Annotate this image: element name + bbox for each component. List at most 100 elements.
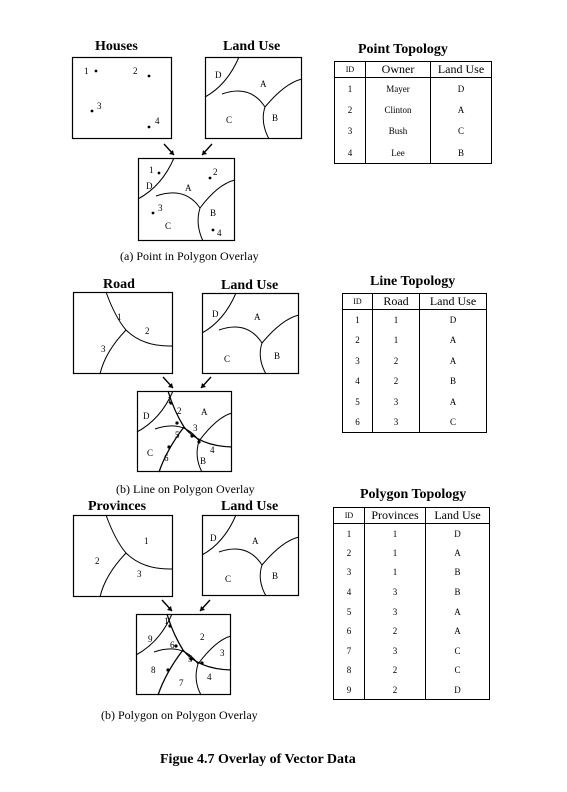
polygon-topology-title: Polygon Topology xyxy=(360,487,467,502)
table-cell: Lee xyxy=(365,142,431,164)
table-cell: 4 xyxy=(334,142,366,164)
overlay-arrows-a xyxy=(163,143,213,156)
province-label-2: 2 xyxy=(95,556,100,566)
overlay-arrows-b xyxy=(162,376,212,389)
table-cell: 2 xyxy=(372,350,420,371)
overlay-point-label-1: 1 xyxy=(149,165,154,175)
landuse-map-a: D A C B xyxy=(204,56,303,140)
landuse-label-c: C xyxy=(225,574,231,584)
table-cell: B xyxy=(425,562,490,583)
poly-label-5: 5 xyxy=(188,654,193,664)
houses-map-title: Houses xyxy=(95,39,138,54)
table-cell: 2 xyxy=(364,660,426,681)
table-cell: 8 xyxy=(333,660,365,681)
province-label-3: 3 xyxy=(137,569,142,579)
table-cell: 3 xyxy=(333,562,365,583)
table-cell: 3 xyxy=(372,412,420,433)
table-cell: 3 xyxy=(334,120,366,142)
house-point-label-3: 3 xyxy=(97,101,102,111)
overlay-point-label-2: 2 xyxy=(213,167,218,177)
segment-label-1: 1 xyxy=(167,395,172,405)
overlay-landuse-label-d: D xyxy=(146,181,153,191)
road-label-3: 3 xyxy=(101,344,106,354)
table-cell: 2 xyxy=(364,621,426,642)
header-owner: Owner xyxy=(365,61,431,78)
poly-label-4: 4 xyxy=(207,672,212,682)
line-topology-title: Line Topology xyxy=(370,274,456,289)
segment-label-6: 6 xyxy=(164,453,169,463)
table-cell: 2 xyxy=(372,371,420,392)
road-label-2: 2 xyxy=(145,326,150,336)
caption-a: (a) Point in Polygon Overlay xyxy=(120,249,259,263)
table-cell: 1 xyxy=(372,309,420,330)
header-landuse: Land Use xyxy=(430,61,492,78)
table-cell: 2 xyxy=(333,543,365,563)
segment-label-3: 3 xyxy=(193,423,198,433)
table-cell: B xyxy=(419,371,487,392)
house-point-label-1: 1 xyxy=(84,66,89,76)
figure-title: Figue 4.7 Overlay of Vector Data xyxy=(160,752,356,767)
overlay-landuse-label-a: A xyxy=(185,183,192,193)
header-road: Road xyxy=(372,293,420,310)
header-id: ID xyxy=(342,293,373,310)
landuse-label-c: C xyxy=(226,115,232,125)
poly-label-7: 7 xyxy=(179,678,184,688)
table-cell: 5 xyxy=(333,601,365,622)
landuse-map-title-a: Land Use xyxy=(223,39,281,54)
landuse-map-b: D A C B xyxy=(201,292,300,375)
overlay-landuse-label-d: D xyxy=(143,411,150,421)
table-cell: 1 xyxy=(364,562,426,583)
table-cell: 2 xyxy=(334,99,366,121)
road-map: 1 2 3 xyxy=(72,291,174,375)
table-cell: D xyxy=(425,523,490,544)
table-cell: Mayer xyxy=(365,77,431,99)
landuse-map-title-b: Land Use xyxy=(221,278,279,293)
caption-c: (b) Polygon on Polygon Overlay xyxy=(101,708,258,722)
provinces-map: 1 2 3 xyxy=(72,514,174,598)
landuse-map-c: D A C B xyxy=(201,514,300,597)
table-cell: Clinton xyxy=(365,99,431,121)
table-cell: C xyxy=(425,660,490,681)
header-id: ID xyxy=(333,507,365,524)
landuse-label-a: A xyxy=(254,312,261,322)
table-cell: D xyxy=(430,77,492,99)
table-cell: A xyxy=(430,99,492,121)
overlay-landuse-label-c: C xyxy=(147,448,153,458)
landuse-label-b: B xyxy=(274,351,280,361)
poly-label-9: 9 xyxy=(148,634,153,644)
caption-b: (b) Line on Polygon Overlay xyxy=(116,482,255,496)
header-landuse: Land Use xyxy=(425,507,490,524)
table-cell: D xyxy=(425,680,490,701)
table-cell: A xyxy=(419,350,487,371)
table-cell: 1 xyxy=(364,543,426,563)
poly-label-2: 2 xyxy=(200,632,205,642)
landuse-map-title-c: Land Use xyxy=(221,499,279,514)
table-cell: 9 xyxy=(333,680,365,701)
header-id: ID xyxy=(334,61,366,78)
table-cell: 6 xyxy=(342,412,373,433)
overlay-landuse-label-c: C xyxy=(165,221,171,231)
landuse-label-b: B xyxy=(272,113,278,123)
table-cell: 4 xyxy=(342,371,373,392)
header-landuse: Land Use xyxy=(419,293,487,310)
table-cell: 3 xyxy=(364,601,426,622)
overlay-landuse-label-a: A xyxy=(201,407,208,417)
overlay-landuse-label-b: B xyxy=(200,456,206,466)
table-cell: A xyxy=(425,601,490,622)
overlay-point-label-4: 4 xyxy=(217,228,222,238)
table-cell: 1 xyxy=(364,523,426,544)
